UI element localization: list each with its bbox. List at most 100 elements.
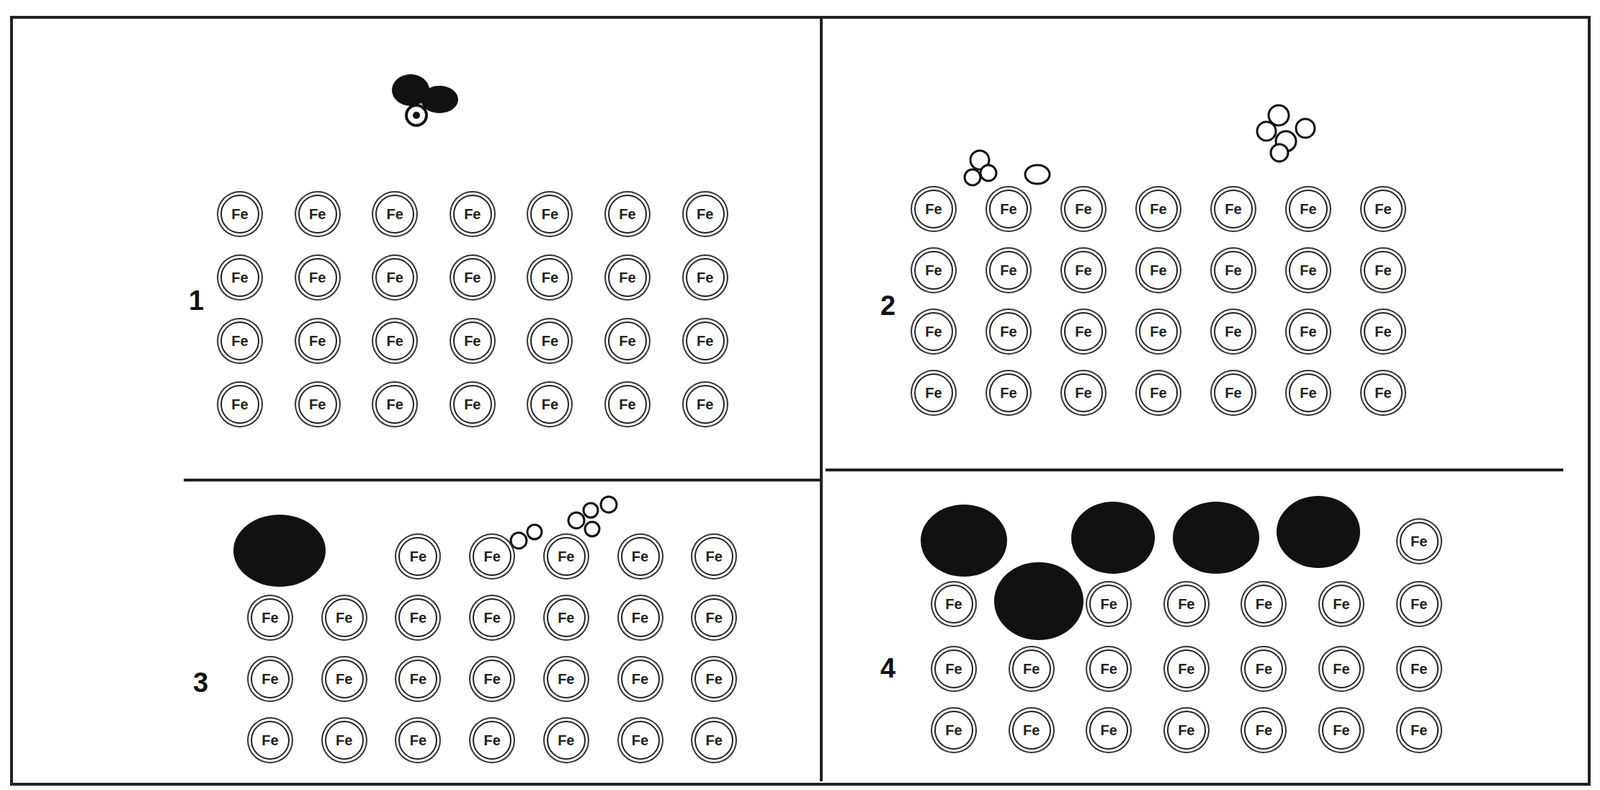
atom-symbol: Fe [1299,324,1317,339]
iron-atom: Fe [1012,710,1052,750]
atom-symbol: Fe [945,722,962,737]
iron-atom: Fe [220,384,260,424]
atom-symbol: Fe [386,333,404,348]
iron-atom: Fe [1138,250,1178,290]
atom-symbol: Fe [309,206,326,222]
iron-atom: Fe [1399,710,1439,750]
iron-atom: Fe [472,536,512,576]
atom-symbol: Fe [705,732,723,748]
iron-atom: Fe [453,321,493,361]
iron-atom: Fe [914,189,954,229]
atom-symbol: Fe [631,732,649,748]
iron-atom: Fe [220,194,260,234]
atom-symbol: Fe [1374,201,1392,217]
atom-symbol: Fe [924,201,942,217]
iron-atom: Fe [1064,311,1103,351]
molecule [1257,105,1315,162]
atom-symbol: Fe [557,548,575,564]
panel-number: 2 [880,291,896,320]
atom-symbol: Fe [1022,722,1040,737]
iron-atom: Fe [1213,189,1253,229]
iron-atom: Fe [1363,250,1403,290]
atom-symbol: Fe [1177,722,1195,737]
atom-symbol: Fe [631,548,649,564]
atom-symbol: Fe [1374,385,1392,400]
iron-atom: Fe [398,659,438,699]
iron-atom: Fe [1288,373,1328,413]
iron-atom: Fe [546,597,586,637]
atom-symbol: Fe [924,324,942,339]
atom-symbol: Fe [1410,661,1428,676]
atom-symbol: Fe [1255,596,1273,611]
atom-symbol: Fe [1332,596,1350,611]
atom-symbol: Fe [1224,324,1242,339]
atom-symbol: Fe [1410,722,1428,737]
atom-symbol: Fe [924,385,942,400]
iron-atom: Fe [530,194,570,234]
iron-atom: Fe [1138,189,1178,229]
atom-symbol: Fe [1149,262,1167,278]
iron-atom: Fe [1244,710,1284,750]
iron-atom: Fe [694,597,734,637]
atom-symbol: Fe [1410,533,1428,549]
iron-atom: Fe [608,321,647,361]
atom-symbol: Fe [309,396,326,412]
atom-symbol: Fe [696,396,714,412]
panel-number: 3 [193,668,209,696]
atom-symbol: Fe [1299,385,1317,400]
atom-symbol: Fe [1100,722,1118,737]
atom-symbol: Fe [1374,324,1392,339]
atom-symbol: Fe [557,610,575,625]
panel-number: 4 [880,654,896,682]
atom-symbol: Fe [1074,201,1092,217]
iron-atom: Fe [324,597,364,637]
atom-symbol: Fe [231,270,248,285]
iron-atom: Fe [1321,710,1361,750]
iron-atom: Fe [398,597,438,637]
atom-symbol: Fe [924,262,942,278]
atom-symbol: Fe [483,671,500,686]
atom-symbol: Fe [1332,661,1350,676]
iron-atom: Fe [472,659,512,699]
atom-symbol: Fe [705,671,723,686]
atom-symbol: Fe [1177,596,1195,611]
atom-symbol: Fe [541,396,559,412]
atom-symbol: Fe [463,206,481,222]
atom-symbol: Fe [631,671,649,686]
atom-symbol: Fe [1299,262,1317,278]
iron-atom: Fe [530,384,570,424]
atom-symbol: Fe [1074,385,1092,400]
atom-symbol: Fe [1255,661,1273,676]
iron-atom: Fe [375,257,415,297]
iron-atom: Fe [1138,311,1178,351]
atom-symbol: Fe [945,596,962,611]
atom-symbol: Fe [557,671,575,686]
iron-atom: Fe [1399,521,1439,561]
iron-atom: Fe [530,257,570,297]
atom-symbol: Fe [386,270,404,285]
atom-symbol: Fe [618,206,636,222]
iron-atom: Fe [934,584,974,624]
atom-symbol: Fe [705,610,723,625]
atom-symbol: Fe [231,333,248,348]
atom-symbol: Fe [231,396,248,412]
iron-atom: Fe [375,384,415,424]
atom-symbol: Fe [999,385,1017,400]
atom-symbol: Fe [409,610,427,625]
atom-symbol: Fe [1374,262,1392,278]
atom-symbol: Fe [463,270,481,285]
iron-atom: Fe [694,720,734,760]
atom-symbol: Fe [386,206,404,222]
atom-symbol: Fe [261,610,279,625]
atom-symbol: Fe [1074,324,1092,339]
atom-symbol: Fe [1255,722,1273,737]
iron-atom: Fe [375,194,415,234]
iron-atom: Fe [934,649,974,688]
atom-symbol: Fe [1100,596,1118,611]
atom-symbol: Fe [409,732,427,748]
iron-atom: Fe [1213,250,1253,290]
iron-atom: Fe [1363,311,1403,351]
iron-atom: Fe [472,597,512,637]
iron-atom: Fe [1363,373,1403,413]
